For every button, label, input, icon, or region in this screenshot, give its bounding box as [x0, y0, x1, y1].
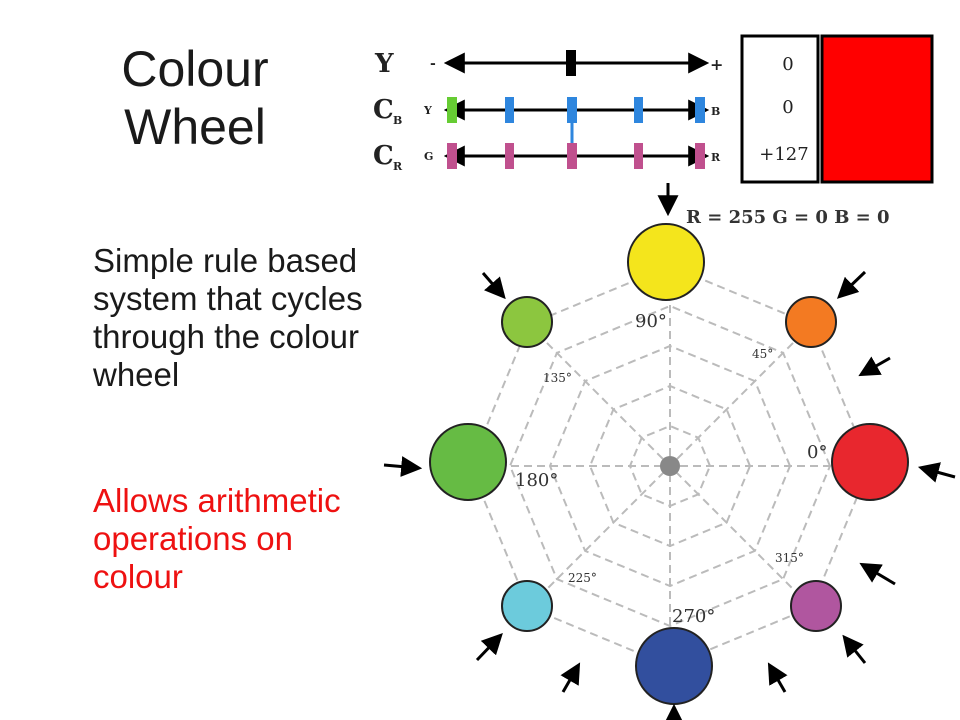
cb-slider-right-label: B	[711, 105, 720, 118]
cb-tick-blue-end	[695, 97, 705, 123]
slider-panel: Y - + C B Y B C R G R	[373, 49, 723, 173]
angle-label-315: 315°	[775, 551, 804, 565]
pointer-arrow	[842, 634, 867, 664]
colour-circle-180	[429, 423, 507, 501]
cr-slider-subscript: R	[393, 160, 403, 173]
cb-slider-subscript: B	[393, 114, 402, 127]
y-slider-minus: -	[430, 56, 436, 72]
cr-tick-green-end	[447, 143, 457, 169]
cr-slider-label: C	[373, 141, 394, 171]
colour-circle-0	[831, 423, 909, 501]
cr-slider-right-label: R	[711, 151, 721, 164]
bullet-simple-rule: Simple rule based system that cycles thr…	[93, 242, 363, 393]
pointer-arrow	[917, 462, 956, 483]
colour-circle-45	[785, 296, 837, 348]
cb-tick	[634, 97, 643, 123]
y-value: 0	[782, 54, 793, 75]
pointer-arrow	[475, 632, 503, 662]
colour-circle-90	[627, 223, 705, 301]
cb-value: 0	[782, 97, 793, 118]
pointer-arrow	[767, 662, 788, 693]
wheel-pointer-arrows	[383, 270, 956, 720]
colour-circle-270	[635, 627, 713, 705]
cr-slider-left-label: G	[424, 150, 433, 163]
cb-slider-left-label: Y	[423, 104, 432, 117]
cr-tick	[567, 143, 577, 169]
cb-slider-label: C	[373, 95, 394, 125]
colour-swatch	[820, 34, 934, 184]
cr-value: +127	[759, 144, 808, 165]
y-slider-plus: +	[710, 55, 723, 74]
colour-circle-225	[501, 580, 553, 632]
pointer-arrow	[858, 356, 891, 377]
cb-slider-handle[interactable]	[567, 97, 577, 123]
wheel-colour-circles	[429, 223, 909, 705]
angle-label-270: 270°	[672, 606, 715, 627]
pointer-arrow	[560, 662, 581, 693]
cb-tick	[505, 97, 514, 123]
pointer-arrow	[836, 270, 867, 299]
wheel-angle-labels: 0° 45° 90° 135° 180° 225° 270° 315°	[515, 311, 827, 627]
angle-label-135: 135°	[543, 371, 572, 385]
pointer-arrow	[481, 272, 506, 300]
angle-label-45: 45°	[752, 347, 773, 361]
y-slider-label: Y	[374, 49, 394, 79]
angle-label-90: 90°	[635, 311, 667, 332]
angle-label-0: 0°	[807, 442, 827, 463]
colour-circle-135	[501, 296, 553, 348]
rgb-readout: R = 255 G = 0 B = 0	[686, 207, 890, 228]
cr-tick	[634, 143, 643, 169]
colour-circle-315	[790, 580, 842, 632]
grid-ring	[588, 384, 752, 548]
angle-label-180: 180°	[515, 470, 558, 491]
wheel-center-dot	[660, 456, 680, 476]
y-slider-handle[interactable]	[566, 50, 576, 76]
cb-tick-yellow-end	[447, 97, 457, 123]
pointer-arrow	[383, 456, 423, 477]
bullet-arithmetic: Allows arithmetic operations on colour	[93, 482, 341, 595]
angle-label-225: 225°	[568, 571, 597, 585]
value-box	[740, 34, 820, 184]
grid-ring	[508, 304, 832, 628]
pointer-arrow	[859, 562, 896, 586]
cr-tick	[505, 143, 514, 169]
slide-title: Colour Wheel	[121, 41, 269, 155]
cr-slider-handle[interactable]	[695, 143, 705, 169]
